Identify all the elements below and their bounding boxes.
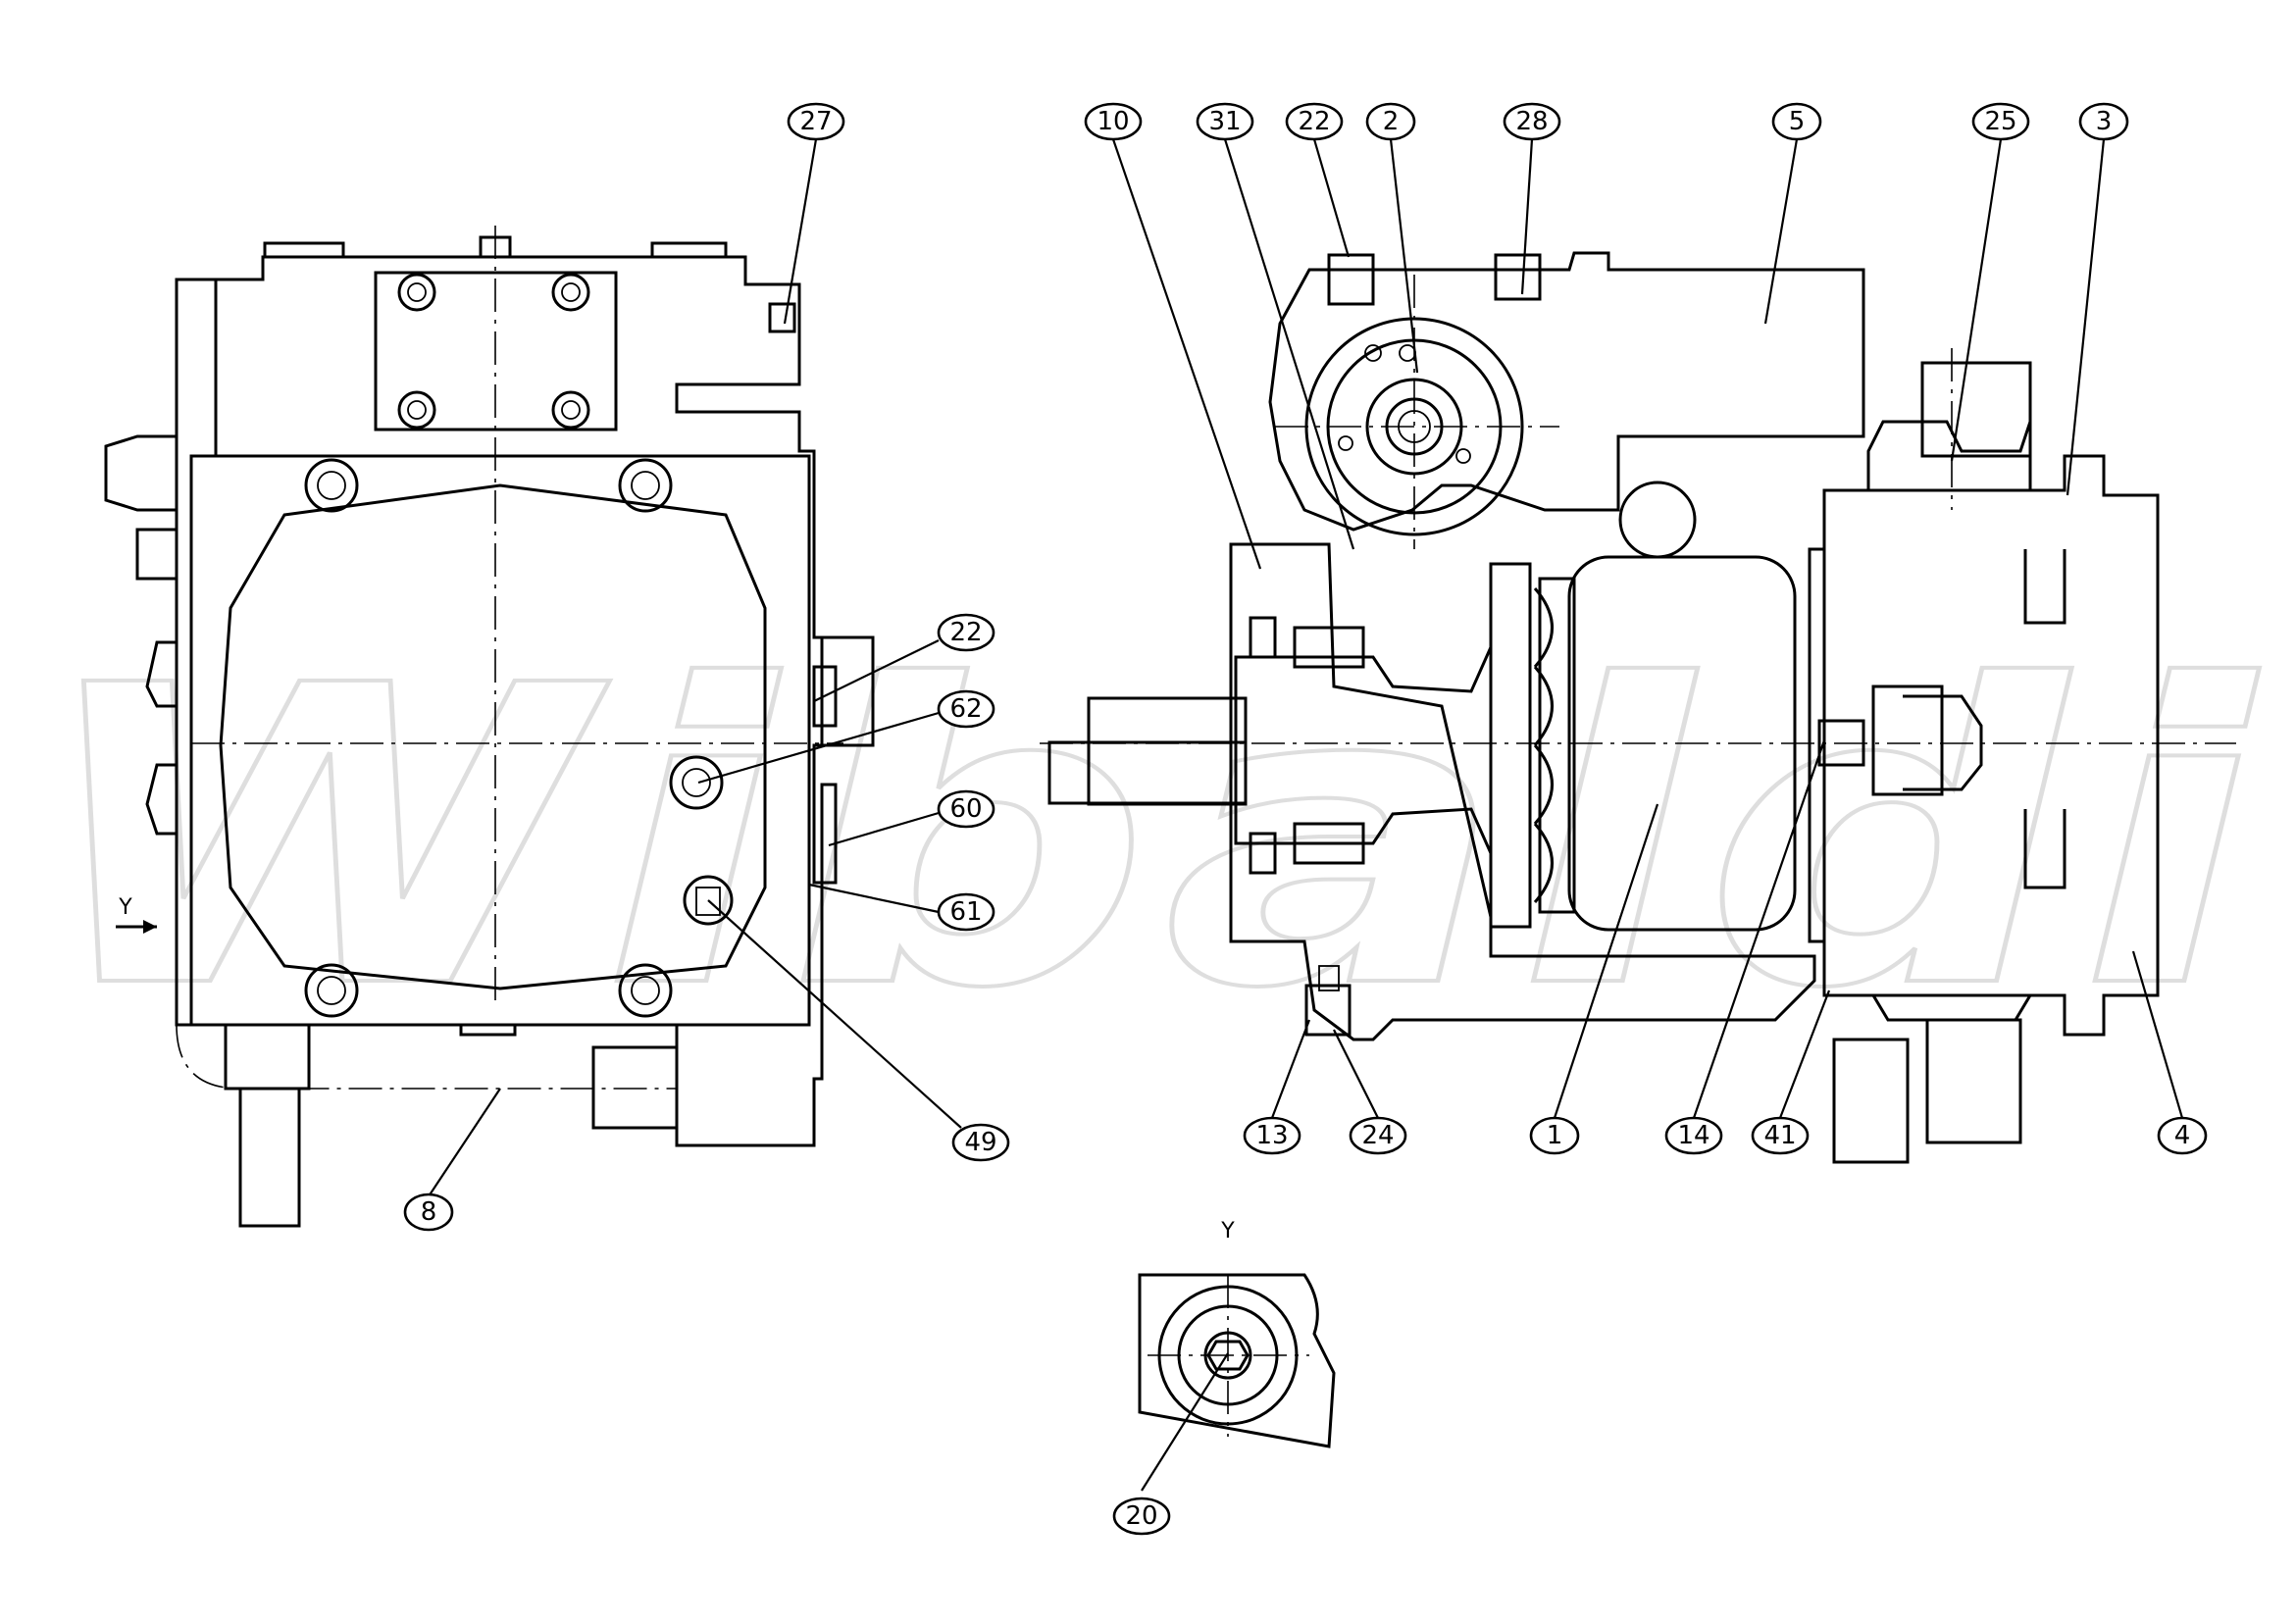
svg-text:1: 1 bbox=[1547, 1121, 1563, 1150]
callout-1: 1 bbox=[1529, 1116, 1580, 1155]
svg-text:49: 49 bbox=[964, 1128, 996, 1157]
callout-3: 3 bbox=[2078, 102, 2129, 141]
svg-text:3: 3 bbox=[2096, 107, 2113, 136]
callout-10: 10 bbox=[1084, 102, 1143, 141]
valve-block bbox=[1822, 454, 2160, 1037]
callout-25: 25 bbox=[1971, 102, 2030, 141]
svg-text:5: 5 bbox=[1789, 107, 1806, 136]
callout-49: 49 bbox=[951, 1123, 1010, 1162]
section-view bbox=[1040, 251, 2236, 1164]
left-housing-view: Y bbox=[104, 226, 875, 1228]
callout-8: 8 bbox=[403, 1193, 454, 1232]
callout-22-section: 22 bbox=[1285, 102, 1344, 141]
callout-31: 31 bbox=[1196, 102, 1254, 141]
cover-bolt-group bbox=[304, 458, 673, 1018]
callout-22-left: 22 bbox=[937, 613, 995, 652]
mount-bolt-group bbox=[397, 273, 590, 430]
svg-text:41: 41 bbox=[1763, 1121, 1796, 1150]
detail-view-y: Y bbox=[1138, 1219, 1336, 1448]
svg-text:10: 10 bbox=[1097, 107, 1129, 136]
svg-text:60: 60 bbox=[949, 794, 982, 824]
svg-text:31: 31 bbox=[1208, 107, 1241, 136]
watermark: Wibaldi bbox=[29, 599, 2266, 1079]
svg-text:24: 24 bbox=[1361, 1121, 1394, 1150]
callout-62: 62 bbox=[937, 689, 995, 729]
detail-view-label: Y bbox=[1220, 1219, 1235, 1243]
callout-14: 14 bbox=[1664, 1116, 1723, 1155]
callout-20: 20 bbox=[1112, 1497, 1171, 1536]
callout-13: 13 bbox=[1243, 1116, 1301, 1155]
callout-41: 41 bbox=[1751, 1116, 1810, 1155]
svg-text:22: 22 bbox=[949, 618, 982, 647]
callout-27: 27 bbox=[787, 102, 845, 141]
callout-60: 60 bbox=[937, 789, 995, 829]
callout-24: 24 bbox=[1349, 1116, 1407, 1155]
svg-text:2: 2 bbox=[1383, 107, 1400, 136]
leader-lines bbox=[428, 138, 2184, 1492]
svg-text:25: 25 bbox=[1984, 107, 2016, 136]
svg-text:4: 4 bbox=[2174, 1121, 2191, 1150]
svg-text:8: 8 bbox=[421, 1197, 437, 1227]
svg-text:13: 13 bbox=[1255, 1121, 1288, 1150]
svg-text:14: 14 bbox=[1677, 1121, 1709, 1150]
callout-61: 61 bbox=[937, 892, 995, 932]
svg-text:62: 62 bbox=[949, 694, 982, 724]
callout-28: 28 bbox=[1503, 102, 1561, 141]
callout-2: 2 bbox=[1365, 102, 1416, 141]
svg-text:27: 27 bbox=[799, 107, 832, 136]
svg-text:22: 22 bbox=[1298, 107, 1330, 136]
view-arrow-label: Y bbox=[118, 895, 132, 920]
callout-4: 4 bbox=[2157, 1116, 2208, 1155]
callout-5: 5 bbox=[1771, 102, 1822, 141]
svg-text:28: 28 bbox=[1515, 107, 1548, 136]
plug-62 bbox=[669, 755, 724, 810]
svg-text:20: 20 bbox=[1125, 1501, 1157, 1531]
plug-49 bbox=[683, 875, 734, 926]
svg-text:61: 61 bbox=[949, 897, 982, 927]
